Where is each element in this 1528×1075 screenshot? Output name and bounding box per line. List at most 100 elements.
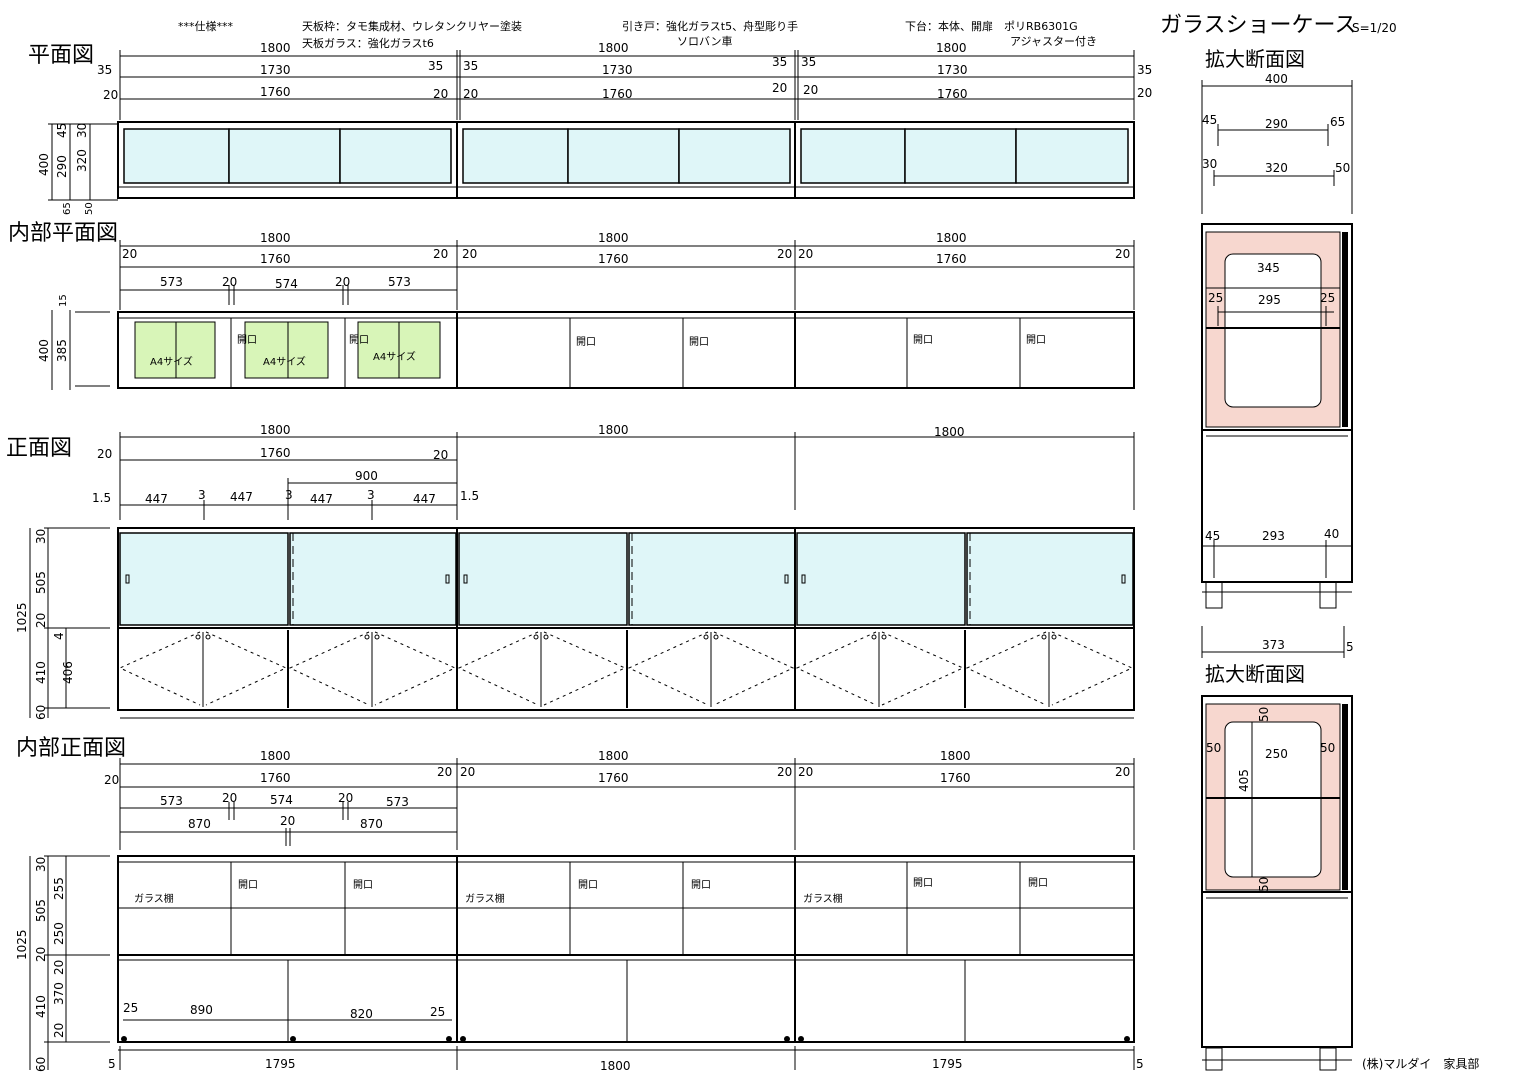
spec-notes: ***仕様*** 天板枠：タモ集成材、ウレタンクリヤー塗装 天板ガラス：強化ガラ… bbox=[178, 13, 1397, 50]
open-label-ip2: 開口 bbox=[349, 334, 369, 346]
plan-dim-1730-b: 1730 bbox=[602, 63, 633, 77]
sec2-dim-405: 405 bbox=[1237, 769, 1251, 792]
ip-dim-20-h: 20 bbox=[335, 275, 350, 289]
fr-dim-1-5-b: 1.5 bbox=[460, 489, 479, 503]
sec1-dim-25-a: 25 bbox=[1208, 291, 1223, 305]
plan-dim-290: 290 bbox=[55, 155, 69, 178]
if-dim-5-a: 5 bbox=[108, 1057, 116, 1071]
sec1-dim-65: 65 bbox=[1330, 115, 1345, 129]
fr-dim-20-c: 20 bbox=[34, 613, 48, 628]
if-dim-573-a: 573 bbox=[160, 794, 183, 808]
sec2-dim-50-bottom: 50 bbox=[1257, 877, 1271, 892]
inner-front-view-title: 内部正面図 bbox=[16, 736, 126, 761]
plan-dim-35-f: 35 bbox=[1137, 63, 1152, 77]
if-dim-870-a: 870 bbox=[188, 817, 211, 831]
ip-dim-400: 400 bbox=[37, 339, 51, 362]
spec-rail: ソロバン車 bbox=[677, 34, 733, 48]
if-dim-30: 30 bbox=[34, 857, 48, 872]
if-dim-1800-b: 1800 bbox=[598, 749, 629, 763]
fr-dim-1-5-a: 1.5 bbox=[92, 491, 111, 505]
inner-front-labels: ガラス棚 ガラス棚 ガラス棚 開口 開口 開口 開口 開口 開口 bbox=[134, 877, 1048, 905]
plan-dim-20-b: 20 bbox=[433, 87, 448, 101]
plan-dim-1760-a: 1760 bbox=[260, 85, 291, 99]
if-dim-410: 410 bbox=[34, 995, 48, 1018]
a4-label-1: A4サイズ bbox=[150, 355, 193, 368]
swing-doors bbox=[118, 630, 1134, 708]
plan-dim-35-a: 35 bbox=[97, 63, 112, 77]
fr-dim-3-a: 3 bbox=[198, 488, 206, 502]
plan-dim-35-d: 35 bbox=[772, 55, 787, 69]
opening-labels-inner-plan: 開口 開口 開口 開口 開口 開口 bbox=[237, 334, 1046, 348]
ip-dim-573-b: 573 bbox=[388, 275, 411, 289]
plan-dim-50: 50 bbox=[84, 202, 95, 215]
spec-base: 下台：本体、開扉 ポリRB6301G bbox=[905, 19, 1078, 33]
fr-dim-20-b: 20 bbox=[433, 448, 448, 462]
if-dim-20-k: 20 bbox=[52, 960, 66, 975]
plan-dim-1800-c: 1800 bbox=[936, 41, 967, 55]
inner-plan-view-title: 内部平面図 bbox=[8, 221, 118, 246]
if-dim-1760-c: 1760 bbox=[940, 771, 971, 785]
open-label-if4: 開口 bbox=[691, 879, 711, 891]
door-handles bbox=[125, 574, 1126, 584]
sec1-dim-45: 45 bbox=[1202, 113, 1217, 127]
sec1-dim-25-b: 25 bbox=[1320, 291, 1335, 305]
ip-dim-20-a: 20 bbox=[122, 247, 137, 261]
plan-dim-20-c: 20 bbox=[463, 87, 478, 101]
plan-view: 平面図 1800 1800 1800 1730 1730 1730 35 35 … bbox=[28, 41, 1152, 215]
fr-dim-60: 60 bbox=[34, 705, 48, 720]
fr-dim-900: 900 bbox=[355, 469, 378, 483]
if-dim-20-b: 20 bbox=[437, 765, 452, 779]
open-label-if1: 開口 bbox=[238, 879, 258, 891]
sec1-dim-40: 40 bbox=[1324, 527, 1339, 541]
spec-title: ***仕様*** bbox=[178, 19, 233, 33]
fr-dim-1025: 1025 bbox=[15, 602, 29, 633]
fr-dim-406: 406 bbox=[61, 661, 75, 684]
plan-dim-20-d: 20 bbox=[772, 81, 787, 95]
if-dim-1800-d: 1800 bbox=[600, 1059, 631, 1073]
if-dim-1800-a: 1800 bbox=[260, 749, 291, 763]
if-dim-20-e: 20 bbox=[798, 765, 813, 779]
plan-dim-35-e: 35 bbox=[801, 55, 816, 69]
section-view-1: 拡大断面図 400 45 290 65 30 320 50 345 25 295… bbox=[1201, 47, 1353, 609]
if-dim-574: 574 bbox=[270, 793, 293, 807]
section2-title: 拡大断面図 bbox=[1205, 662, 1305, 686]
if-dim-870-b: 870 bbox=[360, 817, 383, 831]
if-dim-20-g: 20 bbox=[222, 791, 237, 805]
if-dim-890: 890 bbox=[190, 1003, 213, 1017]
open-label-ip6: 開口 bbox=[1026, 334, 1046, 346]
if-dim-20-d: 20 bbox=[777, 765, 792, 779]
fr-dim-30: 30 bbox=[34, 529, 48, 544]
front-view-title: 正面図 bbox=[6, 436, 72, 461]
sec1-dim-45-b: 45 bbox=[1205, 529, 1220, 543]
if-dim-370: 370 bbox=[52, 982, 66, 1005]
spec-top-glass: 天板ガラス：強化ガラスt6 bbox=[302, 36, 434, 50]
if-dim-250: 250 bbox=[52, 922, 66, 945]
a4-label-2: A4サイズ bbox=[263, 355, 306, 368]
ip-dim-1800-c: 1800 bbox=[936, 231, 967, 245]
fr-dim-447-b: 447 bbox=[230, 490, 253, 504]
ip-dim-574: 574 bbox=[275, 277, 298, 291]
open-label-ip1: 開口 bbox=[237, 334, 257, 346]
fr-dim-1760: 1760 bbox=[260, 446, 291, 460]
sec1-dim-295: 295 bbox=[1258, 293, 1281, 307]
glass-shelf-label-2: ガラス棚 bbox=[465, 892, 505, 905]
ip-dim-1800-b: 1800 bbox=[598, 231, 629, 245]
section1-title: 拡大断面図 bbox=[1205, 47, 1305, 71]
plan-dim-400: 400 bbox=[37, 153, 51, 176]
fr-dim-1800-a: 1800 bbox=[260, 423, 291, 437]
front-view: 正面図 1800 1800 1800 20 1760 20 900 1.5 44… bbox=[6, 423, 1135, 720]
sec2-dim-50-right: 50 bbox=[1320, 741, 1335, 755]
ip-dim-20-d: 20 bbox=[777, 247, 792, 261]
ip-dim-20-b: 20 bbox=[433, 247, 448, 261]
open-label-if3: 開口 bbox=[578, 879, 598, 891]
fr-dim-1800-c: 1800 bbox=[934, 425, 965, 439]
if-dim-1760-b: 1760 bbox=[598, 771, 629, 785]
plan-dim-320: 320 bbox=[75, 149, 89, 172]
company-footer: (株)マルダイ 家具部 bbox=[1362, 1056, 1479, 1071]
plan-dim-35-b: 35 bbox=[428, 59, 443, 73]
sec1-dim-345: 345 bbox=[1257, 261, 1280, 275]
inner-plan-view: 内部平面図 1800 1800 1800 20 20 20 20 20 20 1… bbox=[8, 221, 1135, 390]
fr-dim-447-d: 447 bbox=[413, 492, 436, 506]
if-dim-5-b: 5 bbox=[1136, 1057, 1144, 1071]
ip-dim-15: 15 bbox=[58, 294, 69, 307]
